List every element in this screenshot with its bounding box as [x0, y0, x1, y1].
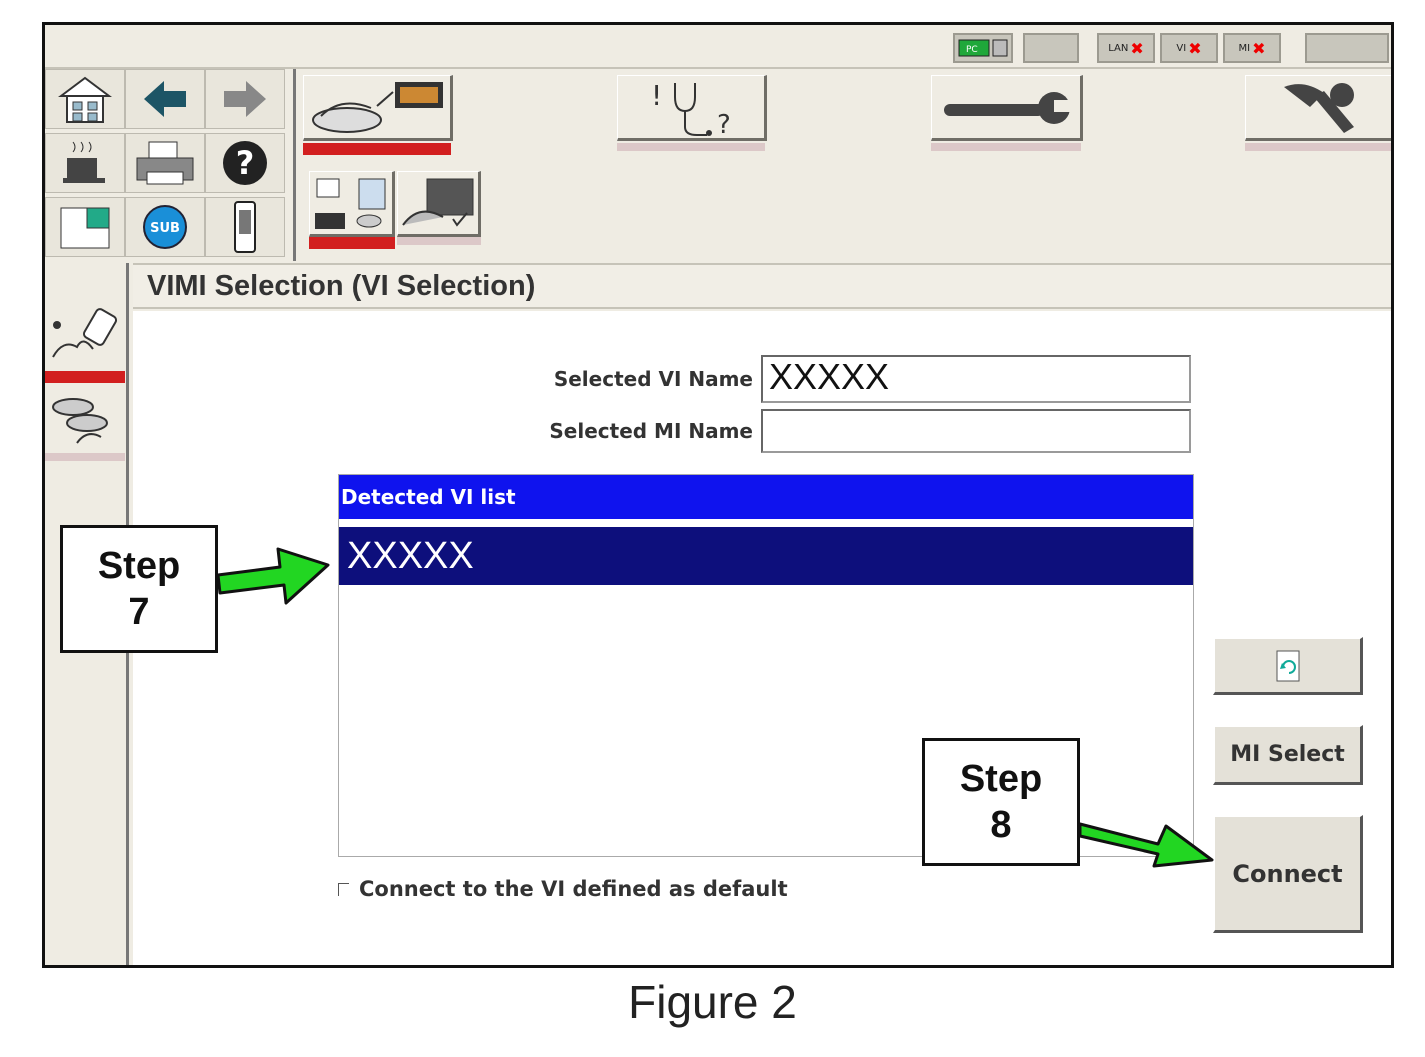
figure-caption: Figure 2 [628, 976, 797, 1028]
vimi-selection-subtab[interactable] [309, 171, 395, 237]
svg-text:?: ? [717, 110, 731, 137]
tab-indicator [397, 237, 481, 245]
status-blank-wide [1305, 33, 1389, 63]
page-title: VIMI Selection (VI Selection) [133, 263, 1391, 309]
vi-device-button[interactable] [205, 197, 285, 257]
window-button[interactable] [45, 197, 125, 257]
lan-status-indicator: LAN✖ [1097, 33, 1155, 63]
svg-text:!: ! [651, 79, 662, 112]
vi-device-icon [234, 201, 256, 253]
app-window: PC LAN✖ VI✖ MI✖ [42, 22, 1394, 968]
maintenance-tab[interactable] [1245, 75, 1391, 141]
vi-list-header: Detected VI list [339, 475, 1193, 519]
tab-indicator [617, 143, 765, 151]
tools-icon [1284, 83, 1354, 133]
svg-text:?: ? [236, 144, 255, 182]
disconnected-x-icon: ✖ [1130, 38, 1144, 58]
pc-connection-icon: PC [958, 39, 1008, 57]
step7-line2: 7 [128, 591, 150, 633]
vehicle-connect-tab[interactable] [303, 75, 453, 141]
help-question-icon: ? [223, 141, 267, 185]
step8-callout: Step 8 [922, 738, 1080, 866]
mi-name-field [761, 409, 1191, 453]
pc-status-indicator: PC [953, 33, 1013, 63]
refresh-button[interactable] [1213, 637, 1363, 695]
cars-hand-icon [52, 398, 108, 444]
vi-list-item[interactable]: XXXXX [339, 527, 1193, 585]
checkbox-box[interactable] [338, 882, 349, 896]
toolbar-divider [293, 69, 296, 261]
work-support-tab[interactable] [931, 75, 1083, 141]
monitor-check-icon [402, 178, 474, 227]
vi-name-label: Selected VI Name [553, 367, 753, 391]
confirmation-subtab[interactable] [397, 171, 481, 237]
disconnected-x-icon: ✖ [1252, 38, 1266, 58]
step8-line2: 8 [990, 804, 1012, 846]
mi-name-label: Selected MI Name [549, 419, 753, 443]
arrow-left-icon [144, 81, 186, 117]
mi-label: MI [1238, 42, 1251, 54]
home-icon [58, 76, 112, 123]
refresh-icon [1276, 650, 1299, 681]
mi-status-indicator: MI✖ [1223, 33, 1281, 63]
printer-icon [136, 141, 194, 185]
step7-callout: Step 7 [60, 525, 218, 653]
print-button[interactable] [125, 133, 205, 193]
step8-line1: Step [959, 758, 1043, 800]
coffee-cup-icon [63, 141, 105, 183]
back-button[interactable] [125, 69, 205, 129]
vi-connect-side-button[interactable] [45, 305, 125, 369]
tab-indicator [931, 143, 1081, 151]
wrench-icon [944, 92, 1074, 124]
mi-select-button[interactable]: MI Select [1213, 725, 1363, 785]
window-resize-icon [60, 207, 110, 249]
status-blank [1023, 33, 1079, 63]
sub-mode-button[interactable]: SUB [125, 197, 205, 257]
step7-line1: Step [97, 545, 181, 587]
vi-label: VI [1176, 42, 1187, 54]
help-button[interactable]: ? [205, 133, 285, 193]
svg-text:PC: PC [966, 45, 978, 55]
status-divider [45, 67, 1391, 69]
stethoscope-icon: ! ? [651, 79, 731, 137]
vimi-selection-panel: Selected VI Name XXXXX Selected MI Name … [133, 311, 1391, 965]
active-side-indicator [45, 371, 125, 383]
vi-status-indicator: VI✖ [1160, 33, 1218, 63]
svg-text:SUB: SUB [150, 221, 180, 236]
diagnosis-tab[interactable]: ! ? [617, 75, 767, 141]
coffee-break-button[interactable] [45, 133, 125, 193]
default-vi-checkbox[interactable]: Connect to the VI defined as default [338, 877, 788, 901]
vi-name-field: XXXXX [761, 355, 1191, 403]
vehicle-select-side-button[interactable] [45, 385, 125, 449]
lan-label: LAN [1108, 42, 1129, 54]
hand-device-icon [52, 308, 118, 358]
tab-indicator [1245, 143, 1391, 151]
vi-mi-selection-icon [315, 178, 386, 229]
side-indicator [45, 453, 125, 461]
default-vi-checkbox-label: Connect to the VI defined as default [359, 877, 788, 901]
arrow-right-icon [224, 81, 266, 117]
active-tab-indicator [303, 143, 451, 155]
forward-button[interactable] [205, 69, 285, 129]
step7-arrow-icon [216, 547, 330, 605]
active-subtab-indicator [309, 237, 395, 249]
home-button[interactable] [45, 69, 125, 129]
sub-badge-icon: SUB [143, 205, 187, 249]
step8-arrow-icon [1078, 822, 1214, 868]
car-monitor-icon [312, 82, 443, 133]
connect-button[interactable]: Connect [1213, 815, 1363, 933]
disconnected-x-icon: ✖ [1188, 38, 1202, 58]
